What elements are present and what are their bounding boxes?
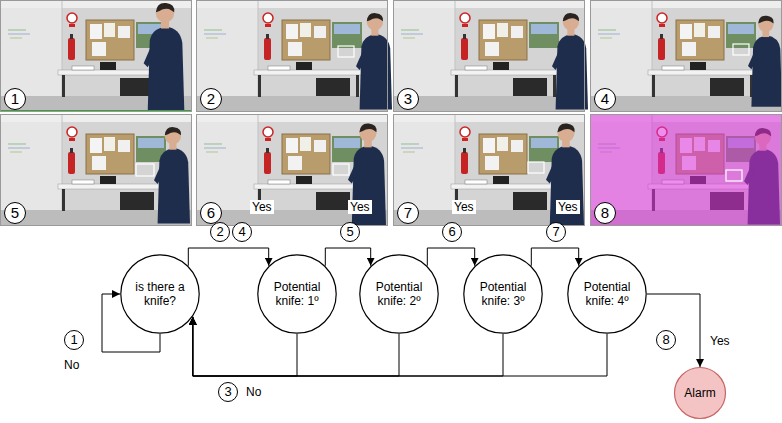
frame xyxy=(0,114,192,226)
flow-arrow xyxy=(325,248,370,266)
alarm-circle: Alarm xyxy=(674,367,726,419)
flow-arrow xyxy=(188,248,268,266)
edge-label: Yes xyxy=(452,200,476,214)
callout-number: 7 xyxy=(397,202,419,224)
frame xyxy=(393,114,585,226)
circle-shape xyxy=(360,255,438,333)
callout-number: 8 xyxy=(594,202,616,224)
circle-shape xyxy=(258,255,336,333)
callout-number: 4 xyxy=(594,88,616,110)
edge-label: No xyxy=(62,358,81,372)
frame-alarm xyxy=(590,114,782,226)
circle-shape xyxy=(464,255,542,333)
circle-shape xyxy=(568,255,646,333)
edge-label: No xyxy=(244,385,263,399)
callout-number: 5 xyxy=(340,222,360,242)
callout-number: 1 xyxy=(4,88,26,110)
callout-number: 6 xyxy=(442,222,462,242)
callout-number: 2 xyxy=(200,88,222,110)
callout-number: 3 xyxy=(397,88,419,110)
frame xyxy=(393,0,588,112)
edge-label: Yes xyxy=(556,200,580,214)
callout-number: 2 xyxy=(210,222,230,242)
frame xyxy=(0,0,192,112)
callout-number: 7 xyxy=(546,222,566,242)
callout-number: 4 xyxy=(232,222,252,242)
state-circle: Potential knife: 1º xyxy=(257,254,337,334)
node-text: Alarm xyxy=(681,386,719,400)
flow-arrow xyxy=(193,317,503,376)
node-text: Potential knife: 2º xyxy=(366,280,432,308)
flow-arrow xyxy=(647,294,700,367)
state-circle: is there a knife? xyxy=(120,254,200,334)
circle-shape xyxy=(121,255,199,333)
callout-number: 3 xyxy=(218,382,238,402)
edge-label: Yes xyxy=(250,200,274,214)
frame xyxy=(196,0,392,112)
state-circle: Potential knife: 2º xyxy=(359,254,439,334)
callout-number: 5 xyxy=(4,202,26,224)
state-circle: Potential knife: 3º xyxy=(463,254,543,334)
node-text: is there a knife? xyxy=(127,280,193,308)
flow-arrow xyxy=(427,248,474,266)
edge-label: Yes xyxy=(708,334,732,348)
node-text: Potential knife: 1º xyxy=(264,280,330,308)
circle-shape xyxy=(675,368,726,419)
callout-number: 8 xyxy=(656,330,676,350)
frame xyxy=(196,114,388,226)
node-text: Potential knife: 4º xyxy=(574,280,640,308)
video-frames xyxy=(0,0,782,228)
node-text: Potential knife: 3º xyxy=(470,280,536,308)
callout-number: 6 xyxy=(200,202,222,224)
flow-arrow xyxy=(531,248,578,266)
callout-number: 1 xyxy=(64,330,84,350)
frame xyxy=(590,0,782,112)
edge-label: Yes xyxy=(348,200,372,214)
state-circle: Potential knife: 4º xyxy=(567,254,647,334)
